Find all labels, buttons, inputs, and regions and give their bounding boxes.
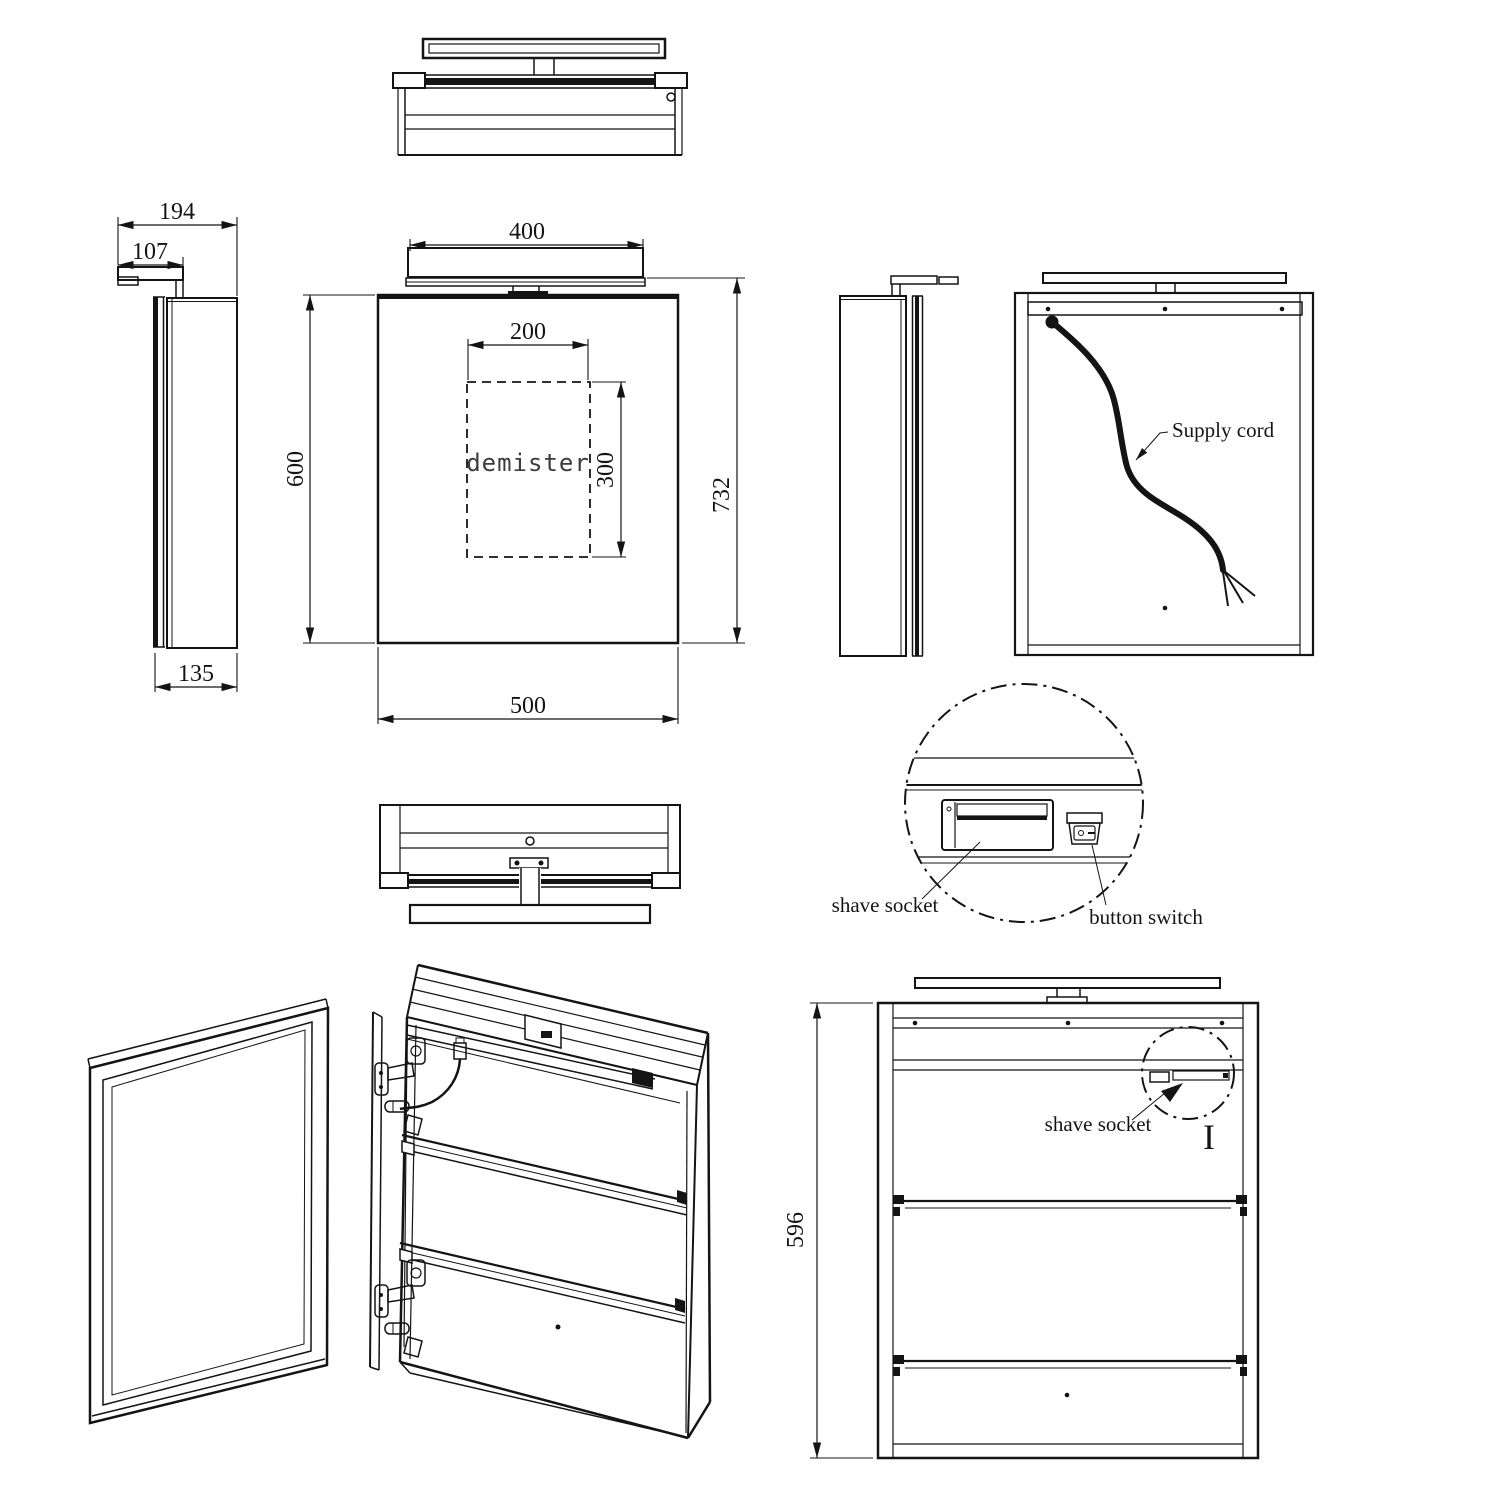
front-cabinet-body [376,293,680,645]
rail-screw [1045,306,1051,312]
back-cabinet-body [1013,291,1315,657]
dim-cabinet-height-600: 600 [283,294,375,644]
open-door [87,998,330,1425]
supply-cord [1045,315,1256,607]
internal-shelf-2 [893,1355,1247,1376]
back-panel-hole [1064,1392,1070,1398]
demister-pad: demister [466,381,591,558]
dim-overall-height-732: 732 [647,277,745,644]
cabinet-interior [399,1024,688,1348]
side-cabinet-body [166,297,238,649]
internal-cabinet-body [876,1001,1260,1460]
shelf-2 [399,1241,686,1311]
rail-screw [1065,1020,1071,1026]
supply-cord-callout: Supply cord [1135,418,1275,461]
shave-socket-icon [1149,1071,1170,1083]
shelf-1 [401,1133,688,1203]
side-right-cabinet-body [839,295,907,657]
dim-cabinet-width-500: 500 [377,647,679,724]
rail-screw [1219,1020,1225,1026]
hanging-rail [1027,301,1303,316]
dim-text-194: 194 [159,199,195,225]
cabinet-front-left-stile [398,1016,417,1363]
cabinet-right-face [685,1032,712,1439]
back-panel-hole [1162,605,1168,611]
shave-socket-label: shave socket [832,893,939,917]
front-view: 400 demister 200 300 [283,219,745,724]
button-switch-icon [1066,812,1103,845]
cabinet-bottom-band [399,1360,689,1440]
side-mirror-door [153,296,165,648]
dim-cabinet-depth-135: 135 [154,653,238,692]
door-edge-strip [369,1011,383,1371]
dim-text-596: 596 [783,1212,809,1248]
svg-defs [0,0,2,2]
hinge-top [374,1037,426,1136]
rail-screw [912,1020,918,1026]
side-light-fixture [117,266,184,298]
internal-front-view: shave socket I 596 [783,977,1260,1460]
rail-screw [1279,306,1285,312]
front-light-fixture [405,247,646,297]
dim-text-135: 135 [178,661,214,687]
dim-overall-depth-194: 194 [117,199,238,296]
dim-text-732: 732 [709,477,735,513]
dim-demister-height-300: 300 [592,381,626,558]
cabinet-underside-lines [905,757,1143,864]
internal-light-fixture [914,977,1221,1004]
dim-light-projection-107: 107 [118,239,184,281]
shave-socket-label: shave socket [1045,1112,1152,1136]
dim-text-200: 200 [510,319,546,345]
back-view: Supply cord [1013,272,1315,657]
interior-socket-bracket [632,1068,653,1088]
dim-demister-width-200: 200 [467,319,589,380]
side-view-left: 194 107 135 [117,199,238,692]
supply-cord-label: Supply cord [1172,418,1275,442]
rail-screw [1162,306,1168,312]
side-view-right [839,275,959,657]
back-light-bar [1042,272,1287,293]
top-view-hole [666,92,676,102]
dim-text-600: 600 [283,451,309,487]
internal-shelf-1 [893,1195,1247,1216]
cabinet-top-face [406,963,709,1086]
bottom-view-hole [525,836,535,846]
shave-socket-leader [921,841,981,900]
dim-internal-height-596: 596 [783,1002,873,1459]
leader-arrowhead [1161,1083,1183,1102]
interior-wire [399,1037,467,1111]
top-view [392,37,688,156]
dim-text-500: 500 [510,693,546,719]
internal-socket-detail: shave socket I [1045,1026,1235,1157]
detail-circle [1141,1026,1235,1120]
dim-text-300: 300 [593,452,619,488]
open-cabinet-perspective [87,963,712,1440]
shave-socket-leader [1131,1092,1166,1121]
dim-text-400: 400 [509,219,545,245]
dim-text-107: 107 [132,239,168,265]
dim-light-width-400: 400 [409,219,644,251]
top-view-light-bar [421,37,667,75]
socket-detail-view: shave socket button switch [832,683,1203,929]
bottom-view [379,804,681,925]
shave-socket-icon [941,799,1054,851]
hinge-bottom [374,1259,426,1358]
mount-screw [538,860,544,866]
back-panel-hole [555,1324,561,1330]
detail-marker-label: I [1203,1117,1215,1157]
mount-screw [514,860,520,866]
demister-label: demister [466,449,590,477]
button-switch-label: button switch [1089,905,1203,929]
button-switch-leader [1091,844,1107,906]
detail-circle [904,683,1144,923]
side-right-mirror-door [911,295,924,657]
bottom-view-light-bar [408,868,652,925]
side-right-light-arm [890,275,959,296]
top-view-cabinet-body [392,72,688,156]
